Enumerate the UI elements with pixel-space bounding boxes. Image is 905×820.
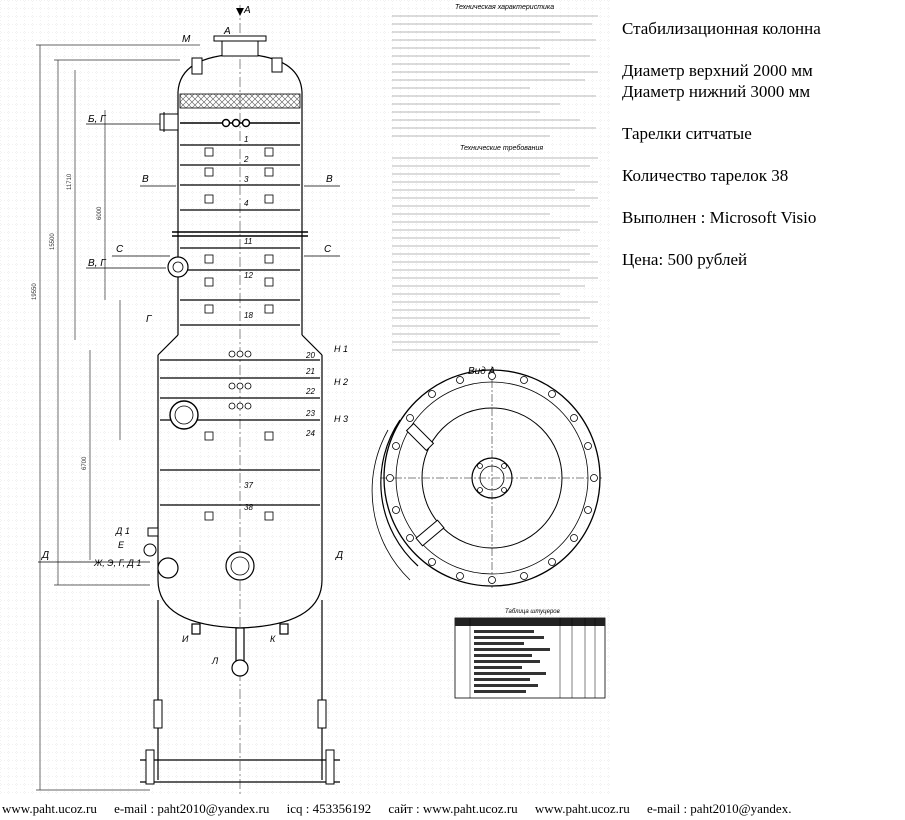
tray-label: 37 [244, 481, 253, 490]
dimension-texts: 19550 15500 11710 6700 6000 [32, 173, 103, 470]
top-nozzle [221, 39, 259, 57]
diameter-top: Диаметр верхний 2000 мм [622, 61, 813, 80]
nozzle-d1-label: Д 1 [115, 526, 130, 536]
svg-text:15500: 15500 [50, 233, 56, 250]
nozzle-right-top [271, 57, 283, 73]
nozzle-g3-label: Г [146, 314, 153, 325]
skirt-openings [145, 699, 335, 785]
top-flange [213, 35, 267, 42]
svg-text:11710: 11710 [67, 173, 73, 190]
view-arrow-icon [236, 8, 244, 16]
made-in: Выполнен : Microsoft Visio [622, 208, 817, 227]
tray-label: 2 [243, 155, 249, 164]
svg-text:6700: 6700 [82, 456, 88, 470]
footer-bar: www.paht.ucoz.ru e-mail : paht2010@yande… [0, 800, 905, 820]
nozzle-table [454, 617, 606, 699]
upper-trays [180, 144, 300, 326]
section-c-left: С [116, 244, 124, 255]
section-d-left: Д [41, 550, 49, 561]
footer-icq: icq : 453356192 [286, 801, 372, 816]
lower-tray-labels: 20 21 22 23 24 37 38 [244, 351, 315, 512]
diameter-bottom: Диаметр нижний 3000 мм [622, 82, 811, 101]
nozzle-h3-label: Н 3 [334, 414, 348, 424]
bottom-outlets [191, 623, 289, 677]
bottom-manhole [225, 551, 255, 581]
column-title: Стабилизационная колонна [622, 19, 821, 38]
footer-email-link[interactable]: e-mail : paht2010@yandex.ru [114, 801, 270, 816]
tray-downcomers [204, 147, 274, 314]
tray-label: 18 [244, 311, 253, 320]
tray-label: 1 [244, 135, 248, 144]
nozzle-i-label: И [182, 634, 189, 644]
tray-label: 20 [305, 351, 315, 360]
tray-label: 38 [244, 503, 253, 512]
view-a-label: Вид А [468, 366, 496, 377]
view-arrow-label: А [243, 5, 251, 16]
packing-block [179, 93, 301, 109]
info-panel: Стабилизационная колонна Диаметр верхний… [622, 18, 900, 270]
req-title: Технические требования [460, 144, 543, 152]
tray-label: 24 [305, 429, 315, 438]
section-b-left: В [142, 174, 149, 185]
section-c-right: С [324, 244, 332, 255]
svg-text:6000: 6000 [97, 206, 103, 220]
nozzle-k-label: К [270, 634, 276, 644]
nozzle-m-body [191, 57, 203, 75]
column-drawing: 19550 15500 11710 6700 6000 А М А Б, Г [0, 0, 610, 795]
table-title: Таблица штуцеров [505, 609, 560, 615]
transition-cone [157, 334, 323, 356]
side-nozzle-zh [157, 557, 179, 579]
tray-count: Количество тарелок 38 [622, 166, 789, 185]
tray-label: 22 [305, 387, 315, 396]
feed-nozzle-mid [167, 256, 189, 278]
nozzle-l-label: Л [211, 656, 219, 666]
footer-site-link-3[interactable]: www.paht.ucoz.ru [534, 801, 630, 816]
tech-spec-block: Техническая характеристика Технические т… [392, 4, 598, 351]
side-nozzle-d1 [147, 527, 159, 537]
manhole-lower [169, 400, 199, 430]
nozzle-h1-label: Н 1 [334, 344, 348, 354]
footer-site-link-2[interactable]: сайт : www.paht.ucoz.ru [388, 801, 518, 816]
nozzle-g2-label: В, Г [88, 258, 107, 269]
tray-label: 12 [244, 271, 253, 280]
spec-title: Техническая характеристика [455, 4, 554, 11]
tray-label: 23 [305, 409, 315, 418]
nozzle-b-assembly [159, 112, 179, 132]
tray-label: 11 [244, 237, 252, 246]
footer-email-link-2[interactable]: e-mail : paht2010@yandex. [646, 801, 792, 816]
side-nozzle-e [143, 543, 157, 557]
nozzle-m-label: М [182, 34, 191, 45]
view-a-bolts [386, 372, 598, 584]
tray-label: 3 [244, 175, 249, 184]
view-a-plan [371, 366, 604, 590]
distributor-pipe [180, 118, 300, 128]
nozzle-g1-label: Б, Г [88, 114, 107, 125]
section-b-right: В [326, 174, 333, 185]
section-d-right: Д [335, 550, 343, 561]
nozzle-a-label: А [223, 26, 231, 37]
tray-type: Тарелки ситчатые [622, 124, 752, 143]
lower-tray-valves [204, 350, 274, 521]
tray-number-labels: 1 2 3 4 11 12 18 [243, 135, 253, 320]
footer-site-link[interactable]: www.paht.ucoz.ru [2, 801, 97, 816]
tray-label: 21 [305, 367, 315, 376]
price: Цена: 500 рублей [622, 250, 748, 269]
svg-text:19550: 19550 [32, 283, 38, 300]
nozzle-zh-label: Ж, Э, Г, Д 1 [93, 558, 141, 568]
tray-label: 4 [244, 199, 249, 208]
skirt-support [140, 600, 340, 783]
dimension-lines [36, 44, 200, 791]
nozzle-h2-label: Н 2 [334, 377, 348, 387]
nozzle-e-label: Е [118, 540, 125, 550]
